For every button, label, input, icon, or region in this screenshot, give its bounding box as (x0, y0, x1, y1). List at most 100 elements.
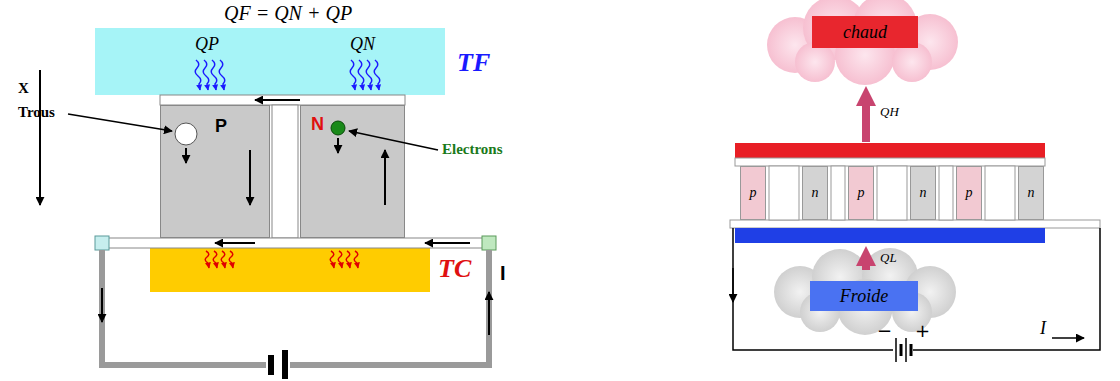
heat-absorbed-arrows (211, 60, 217, 90)
n-element: n (802, 166, 828, 220)
polarity-sign: − (877, 320, 892, 341)
hot-cloud (795, 42, 835, 82)
box-label: p (750, 185, 757, 201)
spacer-block (877, 166, 907, 220)
heat-absorbed-arrows (195, 60, 201, 90)
carrier-symbol (175, 123, 197, 145)
axis-arrow (39, 70, 41, 205)
box-label: chaud (843, 22, 887, 43)
p-element: p (956, 166, 982, 220)
battery-symbol (900, 344, 903, 356)
terminal (95, 236, 496, 250)
heat-flow-arrow (862, 96, 870, 270)
cold-plate: QPQNTF (95, 28, 445, 95)
leader-line (349, 131, 438, 150)
hot-cloud (767, 0, 958, 85)
temperature-label: TF (457, 48, 490, 78)
heat-released-arrows (213, 251, 217, 268)
heat-absorbed-arrows (358, 60, 364, 90)
conductor-strip (160, 95, 405, 105)
heat-absorbed-arrows (203, 60, 209, 90)
heat-released-arrows (346, 251, 350, 268)
polarity-sign: + (915, 320, 930, 341)
cold-side-box: Froide (810, 281, 918, 311)
circuit-wire (290, 250, 489, 365)
p-element: p (740, 166, 766, 220)
heat-released-arrows (205, 251, 209, 268)
p-element: p (848, 166, 874, 220)
heat-label: QN (350, 34, 375, 55)
heat-released-arrows (229, 251, 233, 268)
current-arrow (215, 242, 255, 244)
current-arrow (102, 100, 489, 335)
heat-released-arrows (221, 251, 225, 268)
heat-absorbed-arrows (374, 60, 380, 90)
n-leg: N (300, 105, 405, 238)
battery-symbol (896, 338, 911, 362)
axis-arrow (39, 70, 41, 205)
leg-label: P (215, 116, 227, 137)
heat-absorbed-arrows (195, 60, 380, 90)
heat-flow-arrow (862, 96, 870, 142)
leg-label: N (311, 114, 324, 135)
heat-released-arrows (205, 251, 358, 268)
current-arrow (255, 99, 300, 101)
heat-absorbed-arrows (350, 60, 356, 90)
circuit-wire (733, 228, 1100, 350)
box-label: n (920, 185, 927, 201)
current-arrow (488, 292, 490, 335)
carrier-symbol (331, 121, 345, 135)
module-plates (730, 220, 1100, 228)
battery-symbol (910, 344, 913, 356)
spacer-block (769, 166, 1015, 220)
current-label: I (1040, 318, 1046, 339)
current-arrow (337, 138, 339, 153)
hot-cloud (892, 42, 932, 82)
heat-absorbed-arrows (366, 60, 372, 90)
module-plates (735, 158, 1045, 166)
terminal (482, 236, 496, 250)
current-arrow (1052, 337, 1084, 339)
current-arrow (732, 268, 734, 302)
current-arrow (249, 150, 251, 205)
current-arrow (733, 268, 1084, 338)
current-label: I (500, 262, 506, 285)
circuit-wire (102, 250, 266, 365)
heat-flow-arrow (862, 256, 870, 270)
box-label: p (966, 185, 973, 201)
current-arrow (384, 150, 386, 205)
spacer-block (769, 166, 799, 220)
conductor-strip (102, 238, 489, 248)
heat-label: QP (195, 34, 219, 55)
spacer-block (985, 166, 1015, 220)
hot-side-box: chaud (812, 16, 918, 48)
box-label: p (858, 185, 865, 201)
battery-symbol (905, 338, 907, 362)
battery-symbol (895, 338, 897, 362)
n-element: n (1018, 166, 1044, 220)
circuit-wire (733, 228, 893, 350)
leader-line (68, 114, 172, 131)
n-element: n (910, 166, 936, 220)
circuit-wire (913, 228, 1100, 350)
module-plates (730, 143, 1100, 243)
equation: QF = QN + QP (224, 2, 352, 25)
current-arrow (185, 148, 187, 163)
heat-released-arrows (354, 251, 358, 268)
heat-label: QH (880, 104, 899, 120)
battery-symbol (282, 350, 288, 379)
p-leg: P (160, 105, 270, 238)
leader-line (68, 114, 438, 150)
heat-released-arrows (338, 251, 342, 268)
hot-plate: TC (150, 248, 430, 292)
spacer-block (939, 166, 953, 220)
temperature-label: TC (438, 254, 471, 284)
spacer-block (831, 166, 845, 220)
carrier-symbol (175, 121, 345, 145)
box-label: n (1028, 185, 1035, 201)
box-label: Froide (840, 286, 888, 307)
module-plates (735, 228, 1045, 243)
carrier-label: Trous (18, 104, 55, 121)
battery-symbol (271, 350, 285, 379)
